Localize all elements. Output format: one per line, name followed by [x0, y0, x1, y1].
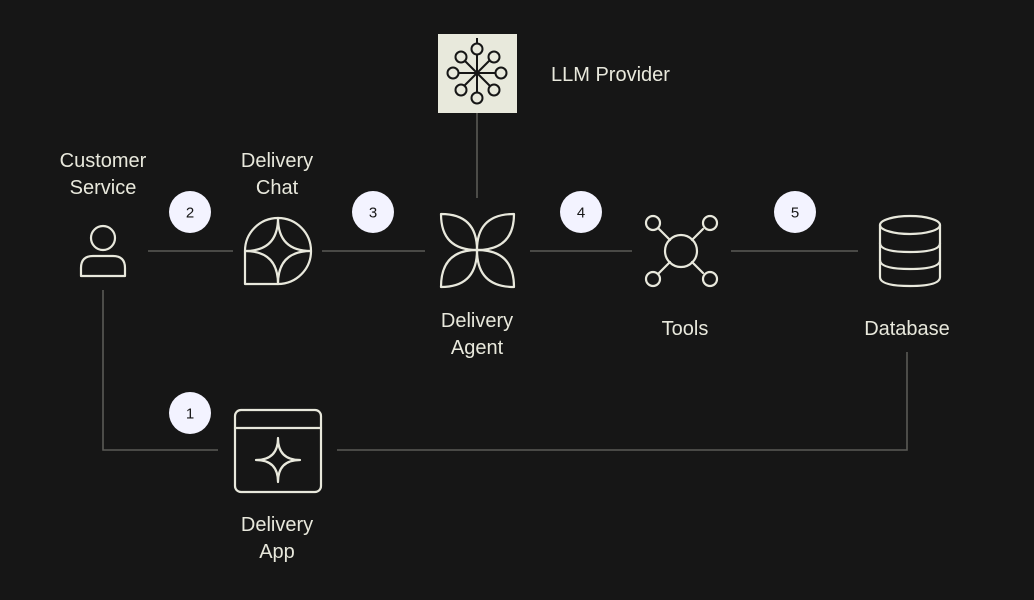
svg-text:Service: Service — [70, 177, 137, 199]
app-window-sparkle-icon — [233, 408, 323, 494]
svg-text:Delivery: Delivery — [241, 514, 313, 536]
step-badge-2: 2 — [169, 191, 211, 233]
svg-text:4: 4 — [577, 205, 585, 222]
svg-text:Customer: Customer — [60, 150, 147, 172]
svg-text:3: 3 — [369, 205, 377, 222]
node-delivery-chat: Delivery Chat — [241, 150, 313, 286]
svg-text:Chat: Chat — [256, 177, 299, 199]
node-llm-provider: LLM Provider — [438, 34, 670, 113]
node-database: Database — [864, 214, 950, 340]
svg-text:1: 1 — [186, 406, 194, 423]
svg-text:App: App — [259, 541, 295, 563]
node-delivery-app: Delivery App — [233, 408, 323, 563]
step-badge-5: 5 — [774, 191, 816, 233]
svg-text:LLM Provider: LLM Provider — [551, 64, 670, 86]
node-customer-service: Customer Service — [60, 150, 147, 278]
node-delivery-agent: Delivery Agent — [439, 212, 516, 359]
node-tools: Tools — [644, 214, 719, 340]
svg-text:Database: Database — [864, 318, 950, 340]
user-icon — [79, 224, 127, 278]
svg-text:Delivery: Delivery — [441, 310, 513, 332]
svg-text:2: 2 — [186, 205, 194, 222]
svg-text:5: 5 — [791, 205, 799, 222]
agent-petals-icon — [439, 212, 516, 289]
svg-text:Tools: Tools — [662, 318, 709, 340]
step-badge-1: 1 — [169, 392, 211, 434]
connectors — [102, 113, 908, 451]
step-badge-3: 3 — [352, 191, 394, 233]
svg-text:Agent: Agent — [451, 337, 504, 359]
network-hub-icon — [446, 38, 508, 105]
tools-network-icon — [644, 214, 719, 288]
connector-service-app — [102, 290, 218, 451]
connector-app-database — [337, 352, 908, 451]
svg-text:Delivery: Delivery — [241, 150, 313, 172]
database-icon — [878, 214, 942, 288]
chat-sparkle-icon — [243, 216, 313, 286]
step-badge-4: 4 — [560, 191, 602, 233]
